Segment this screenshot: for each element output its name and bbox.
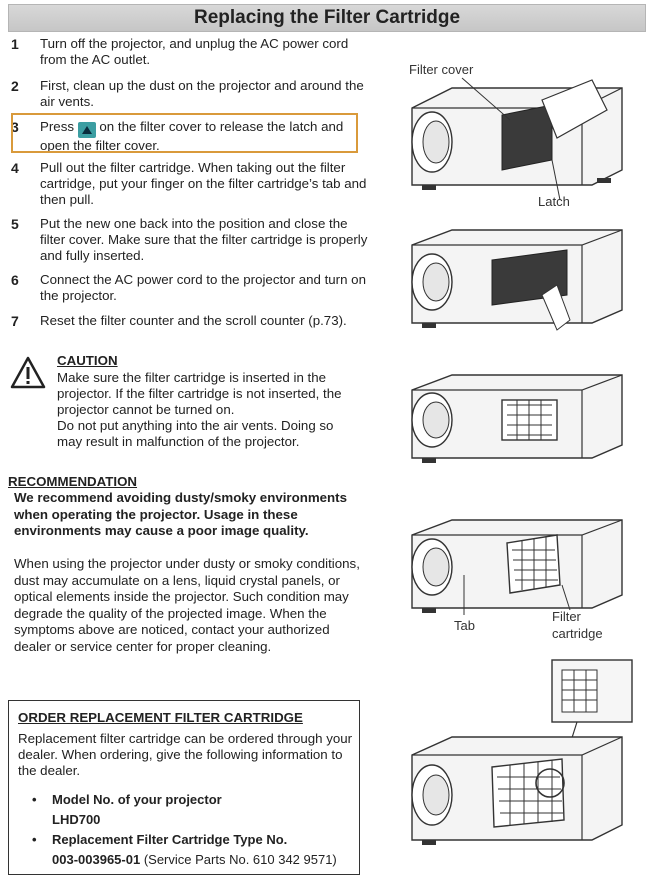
- recommendation-bold: We recommend avoiding dusty/smoky enviro…: [14, 490, 347, 538]
- step-3-text-after: on the filter cover to release the latch…: [40, 119, 344, 153]
- caution-line-2: Do not put anything into the air vents. …: [57, 418, 334, 449]
- label-filter-cover: Filter cover: [409, 62, 474, 77]
- order-intro: Replacement filter cartridge can be orde…: [18, 731, 353, 778]
- step-3-highlight: [11, 113, 358, 153]
- bullet-icon: •: [32, 832, 37, 847]
- label-tab: Tab: [454, 618, 475, 633]
- order-item-value: LHD700: [52, 812, 101, 827]
- order-item-label: Replacement Filter Cartridge Type No.: [52, 832, 288, 847]
- label-filter: Filter: [552, 609, 581, 624]
- step-number: 3: [11, 119, 19, 135]
- step-number: 1: [11, 36, 19, 52]
- up-arrow-button-icon: [77, 122, 96, 138]
- step-number: 5: [11, 216, 19, 232]
- caution-title: CAUTION: [57, 353, 118, 368]
- order-item-label: Model No. of your projector: [52, 792, 222, 807]
- projector-illustration-4: [411, 519, 623, 615]
- step-number: 2: [11, 78, 19, 94]
- projector-illustration-1: [411, 77, 623, 201]
- figure-3-filter-inside: [392, 370, 650, 465]
- step-text: Press on the filter cover to release the…: [40, 119, 370, 154]
- figure-5-reinsert: [392, 655, 650, 870]
- step-text: Turn off the projector, and unplug the A…: [40, 36, 349, 67]
- step-number: 6: [11, 272, 19, 288]
- warning-triangle-icon: [10, 356, 46, 389]
- figure-1-filter-cover: Filter cover Latch: [392, 60, 650, 220]
- figure-4-pull-cartridge: Tab Filter cartridge: [392, 515, 650, 645]
- step-number: 4: [11, 160, 19, 176]
- caution-line-1: Make sure the filter cartridge is insert…: [57, 370, 342, 417]
- step-3-text-before: Press: [40, 119, 74, 134]
- order-box: ORDER REPLACEMENT FILTER CARTRIDGE Repla…: [8, 700, 360, 875]
- caution-body: Make sure the filter cartridge is insert…: [57, 370, 357, 450]
- step-text: Pull out the filter cartridge. When taki…: [40, 160, 367, 207]
- order-title: ORDER REPLACEMENT FILTER CARTRIDGE: [18, 710, 303, 725]
- label-latch: Latch: [538, 194, 570, 209]
- order-item-value: 003-003965-01 (Service Parts No. 610 342…: [52, 852, 337, 867]
- step-text: Reset the filter counter and the scroll …: [40, 313, 347, 328]
- step-number: 7: [11, 313, 19, 329]
- figure-2-open-cover: [392, 225, 650, 335]
- step-text: Connect the AC power cord to the project…: [40, 272, 366, 303]
- step-text: Put the new one back into the position a…: [40, 216, 368, 263]
- step-text: First, clean up the dust on the projecto…: [40, 78, 364, 109]
- recommendation-body: When using the projector under dusty or …: [14, 556, 360, 654]
- projector-illustration-2: [411, 229, 623, 331]
- page-title: Replacing the Filter Cartridge: [8, 4, 646, 32]
- bullet-icon: •: [32, 792, 37, 807]
- projector-illustration-3: [411, 374, 623, 463]
- projector-illustration-5: [411, 659, 633, 845]
- label-cartridge: cartridge: [552, 626, 603, 641]
- recommendation-title: RECOMMENDATION: [8, 474, 138, 489]
